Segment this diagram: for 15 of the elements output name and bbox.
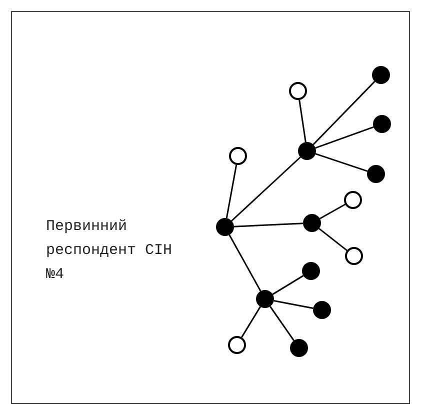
connector-line — [228, 234, 262, 292]
connector-line — [315, 153, 368, 172]
connector-line — [312, 80, 376, 146]
connector-line — [226, 164, 238, 218]
node-caption: Первинний респондент СІН №4 — [46, 217, 174, 285]
connector-line — [270, 306, 294, 342]
connector-line — [231, 156, 301, 222]
connector-line — [298, 100, 306, 142]
connector-line — [315, 126, 374, 149]
connector-line — [234, 222, 304, 228]
connector-line — [319, 204, 346, 220]
connector-line — [272, 275, 304, 295]
connector-line — [318, 228, 348, 252]
connector-line — [241, 306, 261, 338]
connector-line — [274, 300, 314, 310]
